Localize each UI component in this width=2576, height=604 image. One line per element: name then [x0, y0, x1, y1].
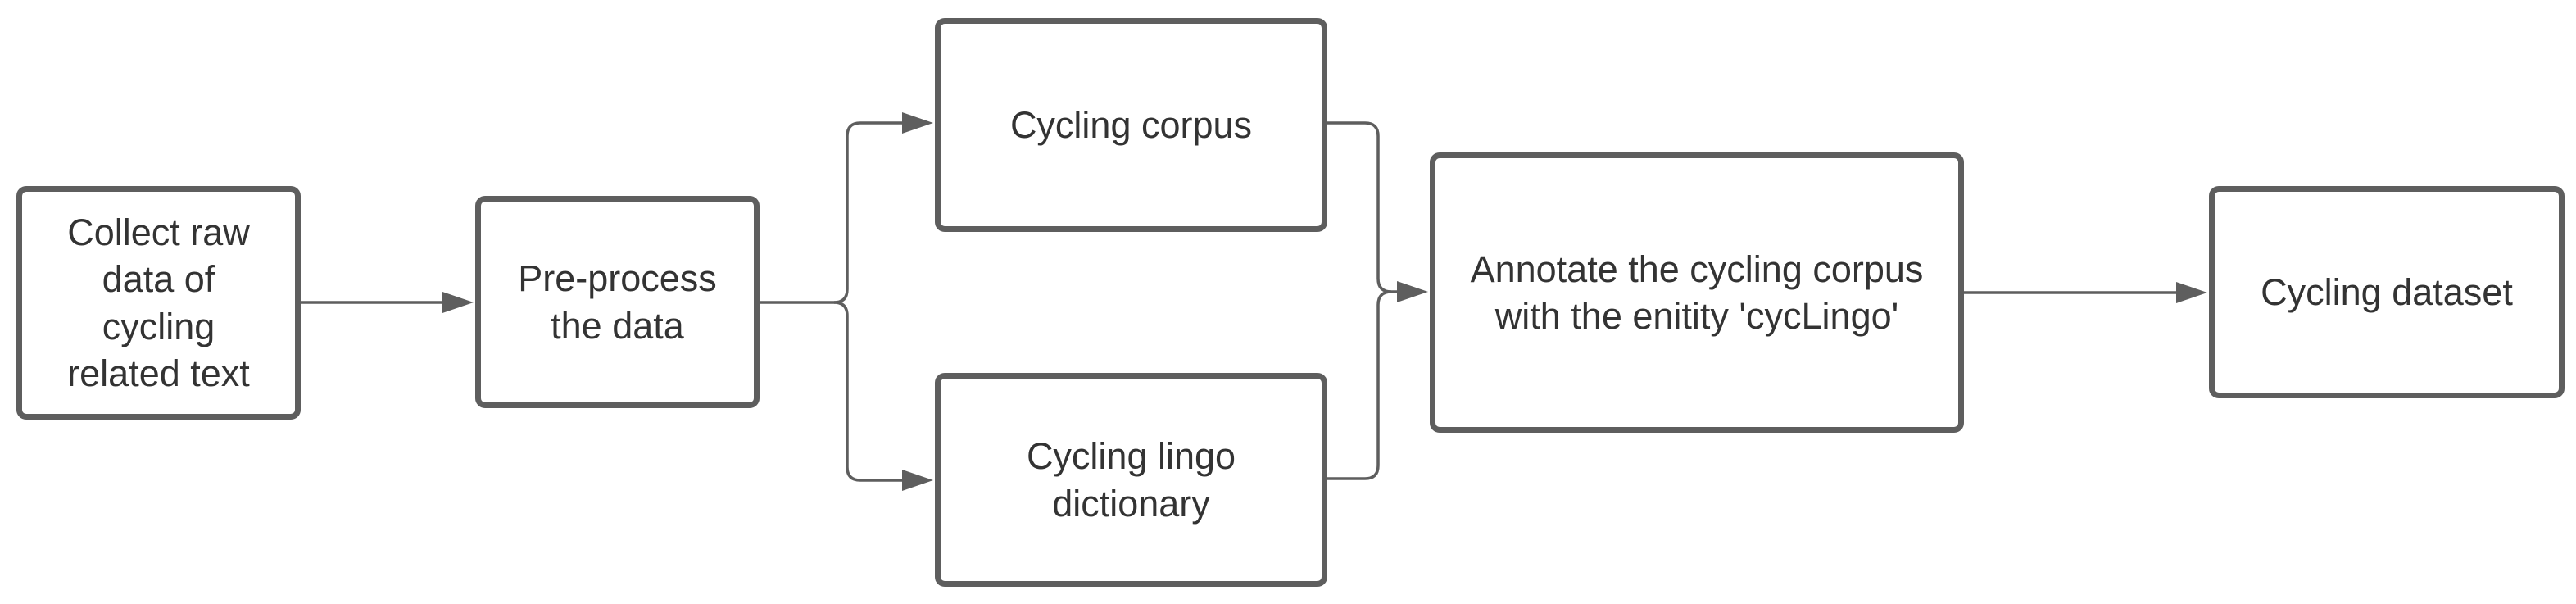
node-annotate-corpus: Annotate the cycling corpus with the eni…	[1430, 152, 1964, 433]
node-cycling-corpus: Cycling corpus	[935, 18, 1327, 232]
node-cycling-lingo-dictionary: Cycling lingo dictionary	[935, 373, 1327, 587]
node-label-line: data of	[102, 258, 215, 301]
edge-preproc-to-corpus	[760, 121, 907, 304]
edge-lingo-to-annotate	[1327, 290, 1392, 480]
arrowhead-preproc-to-corpus	[902, 112, 933, 134]
node-label-line: Cycling corpus	[1009, 103, 1253, 146]
node-label-line: cycling	[102, 305, 215, 347]
node-label: Pre-process the data	[518, 255, 717, 348]
node-label: Cycling dataset	[2261, 269, 2513, 316]
arrowhead-preproc-to-lingo	[902, 470, 933, 491]
node-collect-raw-data: Collect raw data of cycling related text	[16, 186, 301, 420]
node-label: Cycling corpus	[1010, 102, 1252, 148]
node-label-line: Cycling dataset	[2261, 270, 2513, 313]
node-label-line: with the enitity 'cycLingo'	[1494, 295, 1899, 337]
node-label-line: the data	[551, 304, 684, 347]
node-label-line: Collect raw	[67, 211, 250, 254]
node-label: Cycling lingo dictionary	[1027, 433, 1236, 526]
edge-corpus-to-annotate	[1327, 121, 1402, 293]
arrowhead-annotate-to-dataset	[2176, 282, 2207, 303]
arrowhead-to-annotate	[1397, 281, 1428, 302]
node-label-line: related text	[67, 352, 250, 394]
node-label-line: Pre-process	[518, 257, 717, 300]
node-cycling-dataset: Cycling dataset	[2209, 186, 2565, 398]
edge-preproc-to-lingo	[833, 301, 907, 482]
node-label-line: Cycling lingo	[1026, 435, 1236, 478]
node-pre-process: Pre-process the data	[475, 196, 760, 408]
arrowhead-collect-to-preproc	[442, 292, 474, 313]
node-label: Annotate the cycling corpus with the eni…	[1471, 246, 1924, 339]
node-label-line: Annotate the cycling corpus	[1470, 248, 1924, 290]
node-label: Collect raw data of cycling related text	[67, 209, 250, 397]
node-label-line: dictionary	[1052, 482, 1210, 525]
